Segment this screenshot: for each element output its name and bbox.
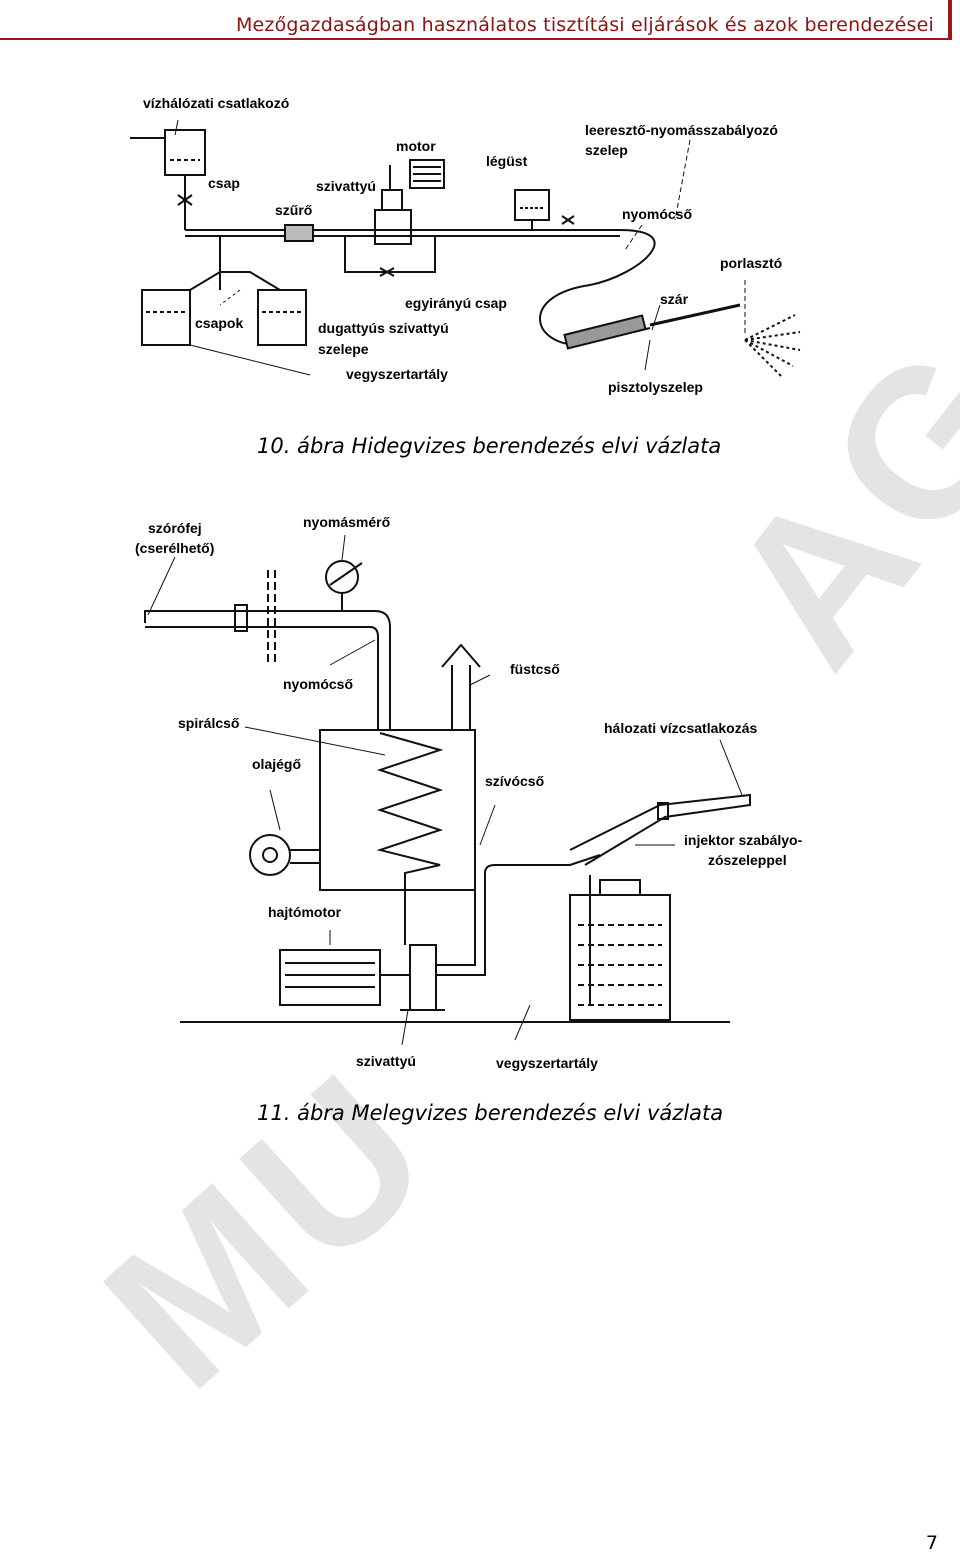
label-csapok: csapok bbox=[195, 315, 244, 331]
label-injektor-line1: injektor szabályo- bbox=[684, 832, 803, 848]
figure-hot-water-diagram bbox=[130, 505, 780, 1080]
label-legust: légüst bbox=[486, 153, 528, 169]
label-leereszto: leeresztő-nyomásszabályozó bbox=[585, 122, 778, 138]
label-vegyszertartaly-1: vegyszertartály bbox=[346, 366, 448, 382]
label-egyiranyu-csap: egyirányú csap bbox=[405, 295, 507, 311]
figure-cold-water-diagram bbox=[130, 90, 830, 410]
label-szelep: szelep bbox=[585, 142, 628, 158]
label-fustcso: füstcső bbox=[510, 661, 560, 677]
running-header: Mezőgazdaságban használatos tisztítási e… bbox=[0, 0, 952, 40]
label-nyomasmero: nyomásmérő bbox=[303, 514, 391, 530]
label-szuro: szűrő bbox=[275, 202, 313, 218]
label-spiralcso: spirálcső bbox=[178, 715, 240, 731]
figure1-caption: 10. ábra Hidegvizes berendezés elvi vázl… bbox=[257, 434, 722, 458]
label-szelepe: szelepe bbox=[318, 341, 369, 357]
label-motor: motor bbox=[396, 138, 436, 154]
label-halozati-vizcsatlakozas: hálozati vízcsatlakozás bbox=[604, 720, 758, 736]
figure2-caption: 11. ábra Melegvizes berendezés elvi vázl… bbox=[257, 1101, 724, 1125]
label-szivattyu: szivattyú bbox=[316, 178, 376, 194]
label-vegyszertartaly-2: vegyszertartály bbox=[496, 1055, 598, 1071]
inlet-tank bbox=[164, 129, 206, 176]
label-pisztolyszelep: pisztolyszelep bbox=[608, 379, 703, 395]
label-szivattyu-2: szivattyú bbox=[356, 1053, 416, 1069]
label-injektor-line2: zószeleppel bbox=[708, 852, 787, 868]
label-szar: szár bbox=[660, 291, 689, 307]
label-dugattyus-szivattyu: dugattyús szivattyú bbox=[318, 320, 449, 336]
label-nyomocso: nyomócső bbox=[622, 206, 693, 222]
label-hajtomotor: hajtómotor bbox=[268, 904, 342, 920]
label-cserelheto: (cserélhető) bbox=[135, 540, 215, 556]
label-szorofej: szórófej bbox=[148, 520, 202, 536]
label-szivocso: szívócső bbox=[485, 773, 545, 789]
label-porlaszto: porlasztó bbox=[720, 255, 783, 271]
header-title: Mezőgazdaságban használatos tisztítási e… bbox=[235, 14, 934, 36]
label-vizhalozati-csatlakozo: vízhálózati csatlakozó bbox=[143, 95, 290, 111]
label-nyomocso-2: nyomócső bbox=[283, 676, 354, 692]
page-number: 7 bbox=[925, 1532, 938, 1554]
label-olajego: olajégő bbox=[252, 756, 302, 772]
label-csap: csap bbox=[208, 175, 240, 191]
